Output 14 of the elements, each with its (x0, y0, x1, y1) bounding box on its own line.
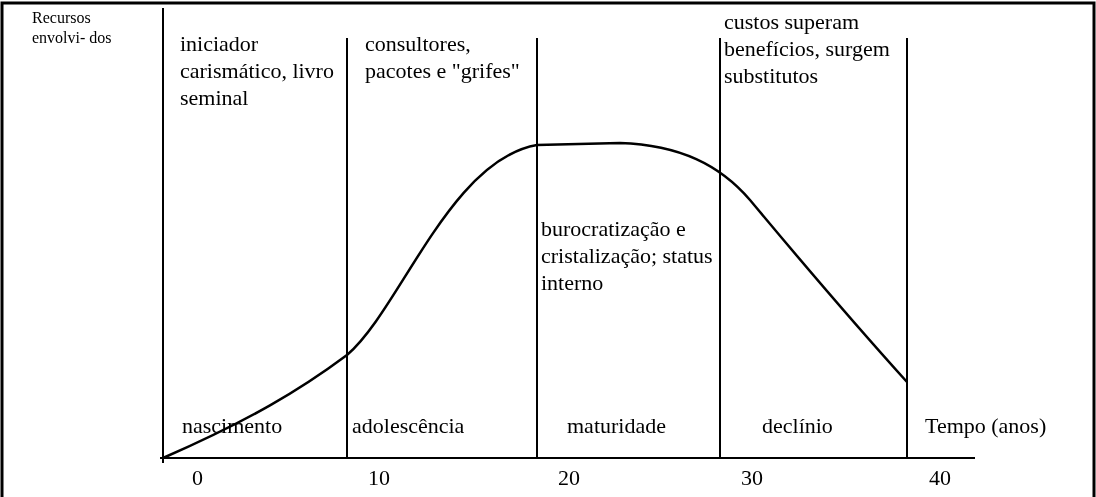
axis-label: Tempo (anos) (925, 412, 1047, 439)
phase-description: iniciador carismático, livro seminal (180, 30, 335, 111)
phase-name: maturidade (567, 412, 666, 439)
phase-name: declínio (762, 412, 833, 439)
phase-description: consultores, pacotes e "grifes" (365, 30, 521, 84)
phase-name: adolescência (352, 412, 465, 439)
axis-label: Recursos envolvi- dos (32, 8, 113, 48)
tick-label: 0 (192, 464, 203, 491)
tick-label: 40 (929, 464, 951, 491)
tick-label: 30 (741, 464, 763, 491)
phase-description: custos superam benefícios, surgem substitutos (724, 8, 891, 89)
tick-label: 20 (558, 464, 580, 491)
tick-label: 10 (368, 464, 390, 491)
phase-description: burocratização e cristalização; status interno (541, 215, 714, 296)
